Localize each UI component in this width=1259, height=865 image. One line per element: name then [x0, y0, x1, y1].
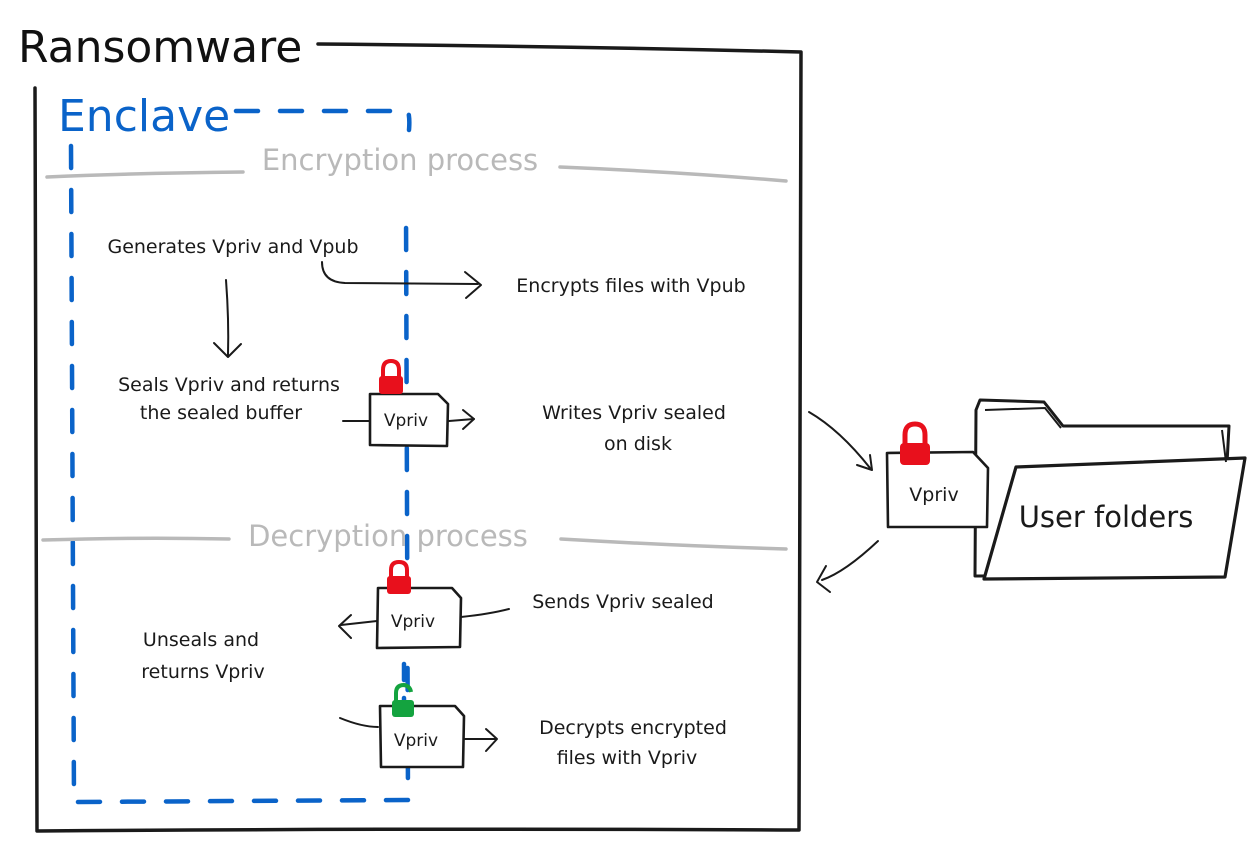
arrow-to-encrypt: [321, 261, 482, 299]
vpriv-sealed-send-doc: [338, 586, 510, 650]
step-generates-keys: Generates Vpriv and Vpub: [107, 236, 358, 258]
arrow-read-from-disk: [816, 540, 879, 593]
padlock-open-icon: [392, 682, 414, 717]
step-unseals-line2: returns Vpriv: [141, 661, 264, 683]
step-sends-sealed: Sends Vpriv sealed: [532, 591, 713, 613]
vpriv-sealed-write-doc: [342, 392, 475, 448]
ransomware-box: [33, 42, 803, 833]
padlock-closed-icon: [387, 559, 411, 594]
vpriv-on-disk-doc: [885, 450, 990, 529]
padlock-closed-icon: [900, 421, 930, 465]
encryption-separator: [45, 165, 788, 183]
vpriv-unsealed-doc: [339, 704, 498, 769]
enclave-boundary: [68, 108, 412, 805]
padlock-closed-icon: [379, 358, 403, 394]
decryption-section-title: Decryption process: [248, 519, 528, 553]
decryption-separator: [41, 536, 788, 551]
step-encrypts-files: Encrypts files with Vpub: [516, 275, 745, 297]
vpriv-unsealed-label: Vpriv: [394, 731, 438, 751]
step-seals-line1: Seals Vpriv and returns: [118, 374, 340, 396]
vpriv-sealed-write-label: Vpriv: [384, 411, 428, 431]
vpriv-sealed-send-label: Vpriv: [391, 612, 435, 632]
folder-icon: [973, 398, 1247, 581]
vpriv-on-disk-label: Vpriv: [909, 484, 958, 506]
arrow-down-to-seal: [213, 279, 242, 358]
ransomware-title: Ransomware: [18, 22, 302, 73]
enclave-title: Enclave: [58, 91, 230, 142]
step-writes-line1: Writes Vpriv sealed: [542, 402, 726, 424]
arrow-write-to-disk: [808, 411, 873, 471]
step-writes-line2: on disk: [604, 433, 672, 455]
step-seals-line2: the sealed buffer: [140, 402, 302, 424]
step-decrypts-line2: files with Vpriv: [557, 747, 698, 769]
step-unseals-line1: Unseals and: [143, 629, 259, 651]
encryption-section-title: Encryption process: [262, 143, 538, 177]
user-folders-label: User folders: [1019, 500, 1194, 534]
step-decrypts-line1: Decrypts encrypted: [539, 717, 727, 739]
